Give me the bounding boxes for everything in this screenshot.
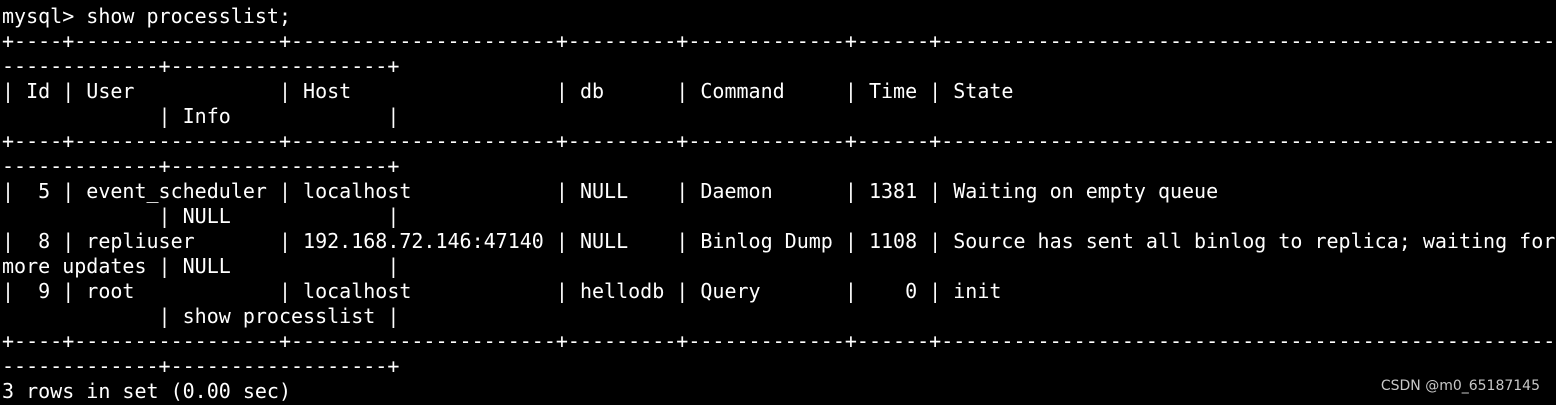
- table-border-line: +----+-----------------+----------------…: [2, 129, 1556, 153]
- table-border-line: -------------+------------------+: [2, 354, 400, 378]
- table-header-line: | Info |: [2, 104, 400, 128]
- table-row-line: | 5 | event_scheduler | localhost | NULL…: [2, 179, 1219, 203]
- table-border-line: +----+-----------------+----------------…: [2, 29, 1556, 53]
- table-row-line: | 8 | repliuser | 192.168.72.146:47140 |…: [2, 229, 1556, 253]
- table-row-line: | show processlist |: [2, 304, 400, 328]
- table-row-line: more updates | NULL |: [2, 254, 400, 278]
- command-prompt-line: mysql> show processlist;: [2, 4, 291, 28]
- watermark: CSDN @m0_65187145: [1380, 378, 1540, 394]
- result-summary-line: 3 rows in set (0.00 sec): [2, 379, 291, 403]
- table-border-line: -------------+------------------+: [2, 54, 400, 78]
- table-header-line: | Id | User | Host | db | Command | Time…: [2, 79, 1014, 103]
- table-row-line: | NULL |: [2, 204, 400, 228]
- table-border-line: -------------+------------------+: [2, 154, 400, 178]
- table-row-line: | 9 | root | localhost | hellodb | Query…: [2, 279, 1002, 303]
- terminal-output[interactable]: mysql> show processlist; +----+---------…: [2, 4, 1556, 404]
- table-border-line: +----+-----------------+----------------…: [2, 329, 1556, 353]
